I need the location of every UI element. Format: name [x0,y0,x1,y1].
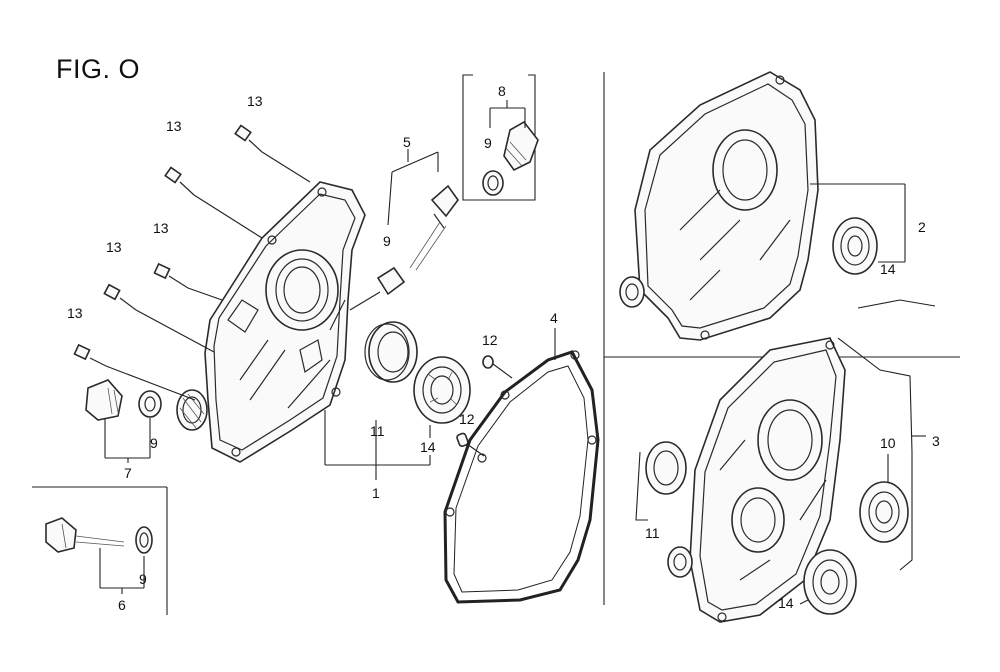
callout-labels: 1 2 3 4 5 6 7 8 9 9 9 9 10 11 11 12 12 1… [67,83,940,613]
callout-14-upper: 14 [880,261,896,277]
callout-13-b: 13 [166,118,182,134]
bearing-14-lower [799,549,857,615]
bolt-13-b [164,166,263,239]
bolt-13-d [103,283,215,353]
crankcase-cover-2 [619,71,819,341]
callout-13-e: 13 [67,305,83,321]
callout-12-lower: 12 [459,411,475,427]
callout-11-center: 11 [370,423,385,439]
callout-9-dipstick: 9 [383,233,391,249]
callout-14-lower: 14 [778,595,794,611]
oil-seal-11-lower [635,441,687,521]
inset-plug-8 [482,100,539,196]
bearing-14-upper [810,183,906,275]
dipstick-6 [45,517,153,594]
callout-3: 3 [932,433,940,449]
callout-4: 4 [550,310,558,326]
bearing-10 [859,454,909,543]
crankcase-cover-3 [667,337,926,623]
bolts [73,124,311,401]
drain-plug-seal [176,389,208,431]
callout-13-c: 13 [153,220,169,236]
callout-9-inset: 9 [484,135,492,151]
callout-12-upper: 12 [482,332,498,348]
callout-10: 10 [880,435,896,451]
callout-9-dipstick6: 9 [139,571,147,587]
callout-6: 6 [118,597,126,613]
crankcase-cover-main [204,181,366,463]
oil-filler-cap-7 [85,379,162,463]
figure-title: FIG. O [56,54,140,84]
callout-8: 8 [498,83,506,99]
callout-1: 1 [372,485,380,501]
oil-seal-11 [364,321,418,383]
bearing-14 [413,356,471,424]
bolt-13-a [234,124,311,183]
callout-13-a: 13 [247,93,263,109]
group-1-bracket [324,410,431,480]
callout-14-center: 14 [420,439,436,455]
callout-2: 2 [918,219,926,235]
callout-9-filler: 9 [150,435,158,451]
callout-11-right: 11 [645,525,660,541]
bolt-13-e [73,343,196,401]
bolt-13-c [153,262,223,301]
dipstick-5 [349,149,459,311]
callout-7: 7 [124,465,132,481]
callout-5: 5 [403,134,411,150]
gasket-4 [443,328,600,604]
callout-13-d: 13 [106,239,122,255]
